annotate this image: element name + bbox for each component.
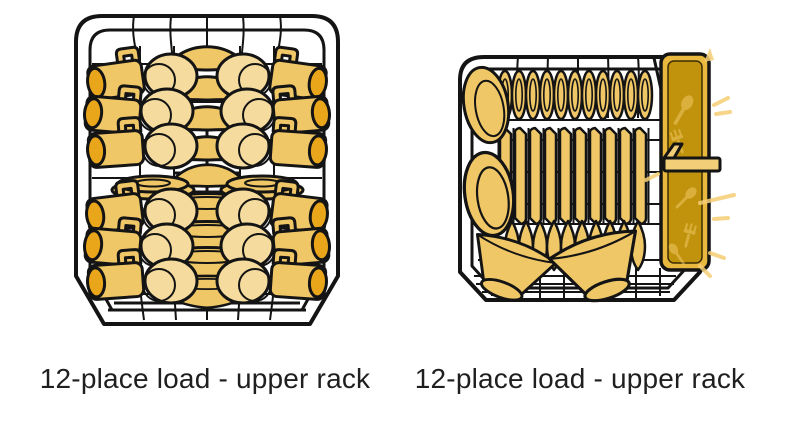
- basket-handle: [662, 156, 722, 173]
- plate-icon: [594, 69, 612, 121]
- cup-icon: [215, 257, 273, 305]
- dinner-plate-icon: [633, 126, 648, 226]
- dinner-plate-icon: [603, 126, 618, 226]
- side-plates-top-row: [496, 69, 654, 121]
- dinner-plate-icon: [588, 126, 603, 226]
- sparkles: [644, 48, 736, 278]
- dinner-plate-icon: [573, 126, 588, 226]
- cup-icon: [141, 257, 199, 305]
- sparkle: [644, 172, 660, 182]
- dinner-plate-icon: [513, 126, 528, 226]
- cup-icon: [141, 122, 199, 170]
- sparkle: [714, 110, 732, 116]
- right-figure-caption: 12-place load - upper rack: [414, 363, 746, 394]
- sparkle: [704, 48, 714, 62]
- cutlery-basket: [659, 52, 722, 272]
- sparkle: [698, 193, 736, 205]
- plate-icon: [636, 69, 654, 121]
- plate-icon: [524, 69, 542, 121]
- sparkle: [708, 251, 726, 260]
- plate-icon: [580, 69, 598, 121]
- upper-rack-mugs-bowls-illustration: [74, 14, 340, 326]
- left-figure-caption: 12-place load - upper rack: [39, 363, 371, 394]
- dinner-plate-icon: [618, 126, 633, 226]
- plate-icon: [538, 69, 556, 121]
- sparkle: [712, 216, 730, 221]
- dinner-plate-icon: [528, 126, 543, 226]
- dinner-plate-icon: [543, 126, 558, 226]
- cup-icon: [215, 122, 273, 170]
- plate-icon: [608, 69, 626, 121]
- plate-icon: [566, 69, 584, 121]
- plate-icon: [552, 69, 570, 121]
- sparkle: [698, 264, 712, 278]
- plate-icon: [622, 69, 640, 121]
- plate-icon: [510, 69, 528, 121]
- dinner-plate-icon: [558, 126, 573, 226]
- sparkle: [712, 96, 730, 107]
- upper-rack-plates-cutlery-illustration: [456, 48, 736, 314]
